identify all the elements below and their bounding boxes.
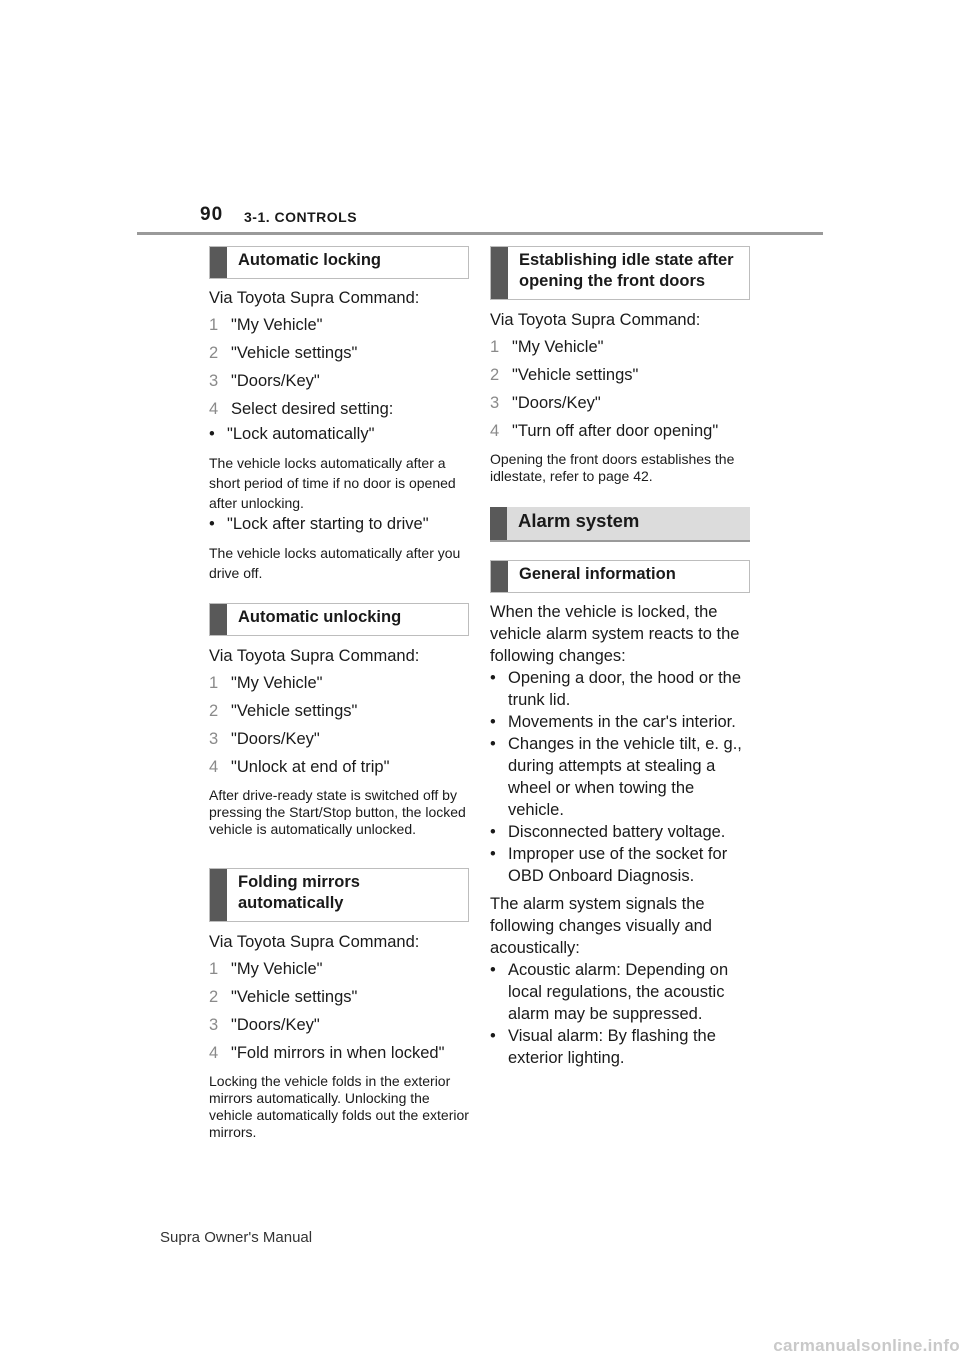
list-item: Visual alarm: By flashing the exterior l… [490, 1025, 750, 1069]
heading-automatic-unlocking: Automatic unlocking [209, 603, 469, 636]
right-column: Establishing idle state after opening th… [490, 246, 750, 1069]
watermark: carmanualsonline.info [773, 1336, 960, 1355]
steps-list: 1"My Vehicle" 2"Vehicle settings" 3"Door… [490, 333, 750, 445]
list-item: Acoustic alarm: Depending on local regul… [490, 959, 750, 1025]
step-item: 2"Vehicle settings" [209, 344, 358, 362]
step-item: 3"Doors/Key" [209, 1016, 320, 1034]
step-item: 2"Vehicle settings" [209, 988, 358, 1006]
option-list: "Lock after starting to drive" [209, 513, 469, 535]
step-item: 2"Vehicle settings" [209, 702, 358, 720]
step-item: 3"Doors/Key" [209, 372, 320, 390]
steps-list: 1"My Vehicle" 2"Vehicle settings" 3"Door… [209, 669, 469, 781]
idle-note: Opening the front doors establishes the … [490, 451, 735, 484]
signals-intro: The alarm system signals the following c… [490, 895, 712, 957]
step-item: 1"My Vehicle" [209, 674, 323, 692]
left-column: Automatic locking Via Toyota Supra Comma… [209, 246, 469, 1141]
list-item: Movements in the car's interior. [490, 711, 750, 733]
heading-folding-mirrors: Folding mirrors automatically [209, 868, 469, 922]
intro-text: Via Toyota Supra Command: [209, 647, 420, 665]
alarm-changes-list: Opening a door, the hood or the trunk li… [490, 667, 750, 887]
list-item: Disconnected battery voltage. [490, 821, 750, 843]
option-item: "Lock automatically" [209, 423, 469, 445]
option-note: The vehicle locks automatically after yo… [209, 545, 461, 581]
list-item: Improper use of the socket for OBD Onboa… [490, 843, 750, 887]
list-item: Changes in the vehicle tilt, e. g., duri… [490, 733, 750, 821]
heading-idle-state: Establishing idle state after opening th… [490, 246, 750, 300]
step-item: 4"Turn off after door opening" [490, 422, 719, 440]
option-item: "Lock after starting to drive" [209, 513, 469, 535]
step-item: 4"Unlock at end of trip" [209, 758, 390, 776]
page-number: 90 [200, 204, 224, 225]
mirrors-note: Locking the vehicle folds in the exterio… [209, 1073, 469, 1140]
alarm-intro: When the vehicle is locked, the vehicle … [490, 603, 740, 665]
step-item: 4"Fold mirrors in when locked" [209, 1044, 445, 1062]
unlocking-note: After drive-ready state is switched off … [209, 787, 466, 837]
alarm-signals-list: Acoustic alarm: Depending on local regul… [490, 959, 750, 1069]
steps-list: 1"My Vehicle" 2"Vehicle settings" 3"Door… [209, 955, 469, 1067]
intro-text: Via Toyota Supra Command: [209, 933, 420, 951]
manual-title: Supra Owner's Manual [160, 1229, 313, 1246]
step-item: 2"Vehicle settings" [490, 366, 639, 384]
step-item: 3"Doors/Key" [490, 394, 601, 412]
heading-automatic-locking: Automatic locking [209, 246, 469, 279]
step-item: 3"Doors/Key" [209, 730, 320, 748]
header-rule [137, 232, 823, 235]
option-note: The vehicle locks automatically after a … [209, 455, 456, 511]
steps-list: 1"My Vehicle" 2"Vehicle settings" 3"Door… [209, 311, 469, 423]
section-label: 3-1. CONTROLS [244, 209, 358, 225]
step-item: 1"My Vehicle" [209, 316, 323, 334]
list-item: Opening a door, the hood or the trunk li… [490, 667, 750, 711]
heading-alarm-system: Alarm system [490, 507, 750, 542]
intro-text: Via Toyota Supra Command: [209, 289, 420, 307]
heading-general-information: General information [490, 560, 750, 593]
option-list: "Lock automatically" [209, 423, 469, 445]
step-item: 1"My Vehicle" [209, 960, 323, 978]
step-item: 1"My Vehicle" [490, 338, 604, 356]
intro-text: Via Toyota Supra Command: [490, 311, 701, 329]
